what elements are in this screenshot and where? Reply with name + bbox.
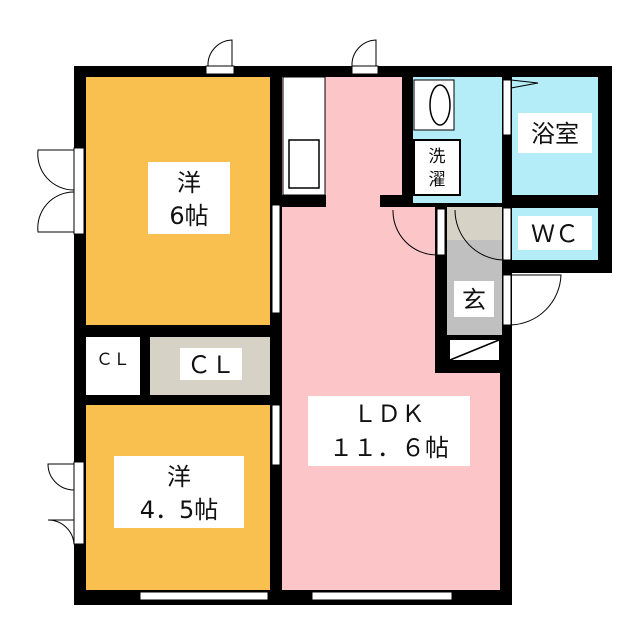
- room-label-ldk: ＬＤＫ: [353, 400, 425, 428]
- wc-label: ＷＣ: [531, 220, 579, 248]
- entry-hall: [447, 207, 502, 240]
- wall: [402, 77, 413, 207]
- sink-icon: [288, 139, 320, 189]
- room-size-ldk: １１．６帖: [329, 434, 449, 462]
- closet-label: ＣＬ: [187, 351, 235, 379]
- entrance-label: 玄: [462, 286, 486, 314]
- washing-machine-space: [413, 139, 461, 196]
- closet-small-label: ＣＬ: [96, 350, 130, 370]
- room-label-western1: 洋: [177, 169, 201, 197]
- washbasin-icon: [413, 79, 455, 131]
- room-size-western2: 4．5帖: [140, 496, 219, 524]
- room-size-western1: 6帖: [169, 202, 208, 230]
- wall: [270, 195, 326, 207]
- laundry-label-2: 濯: [429, 170, 446, 190]
- bath-label: 浴室: [531, 120, 579, 148]
- room-label-western2: 洋: [167, 463, 191, 491]
- doors-windows: [37, 39, 562, 601]
- laundry-label-1: 洗: [429, 147, 446, 167]
